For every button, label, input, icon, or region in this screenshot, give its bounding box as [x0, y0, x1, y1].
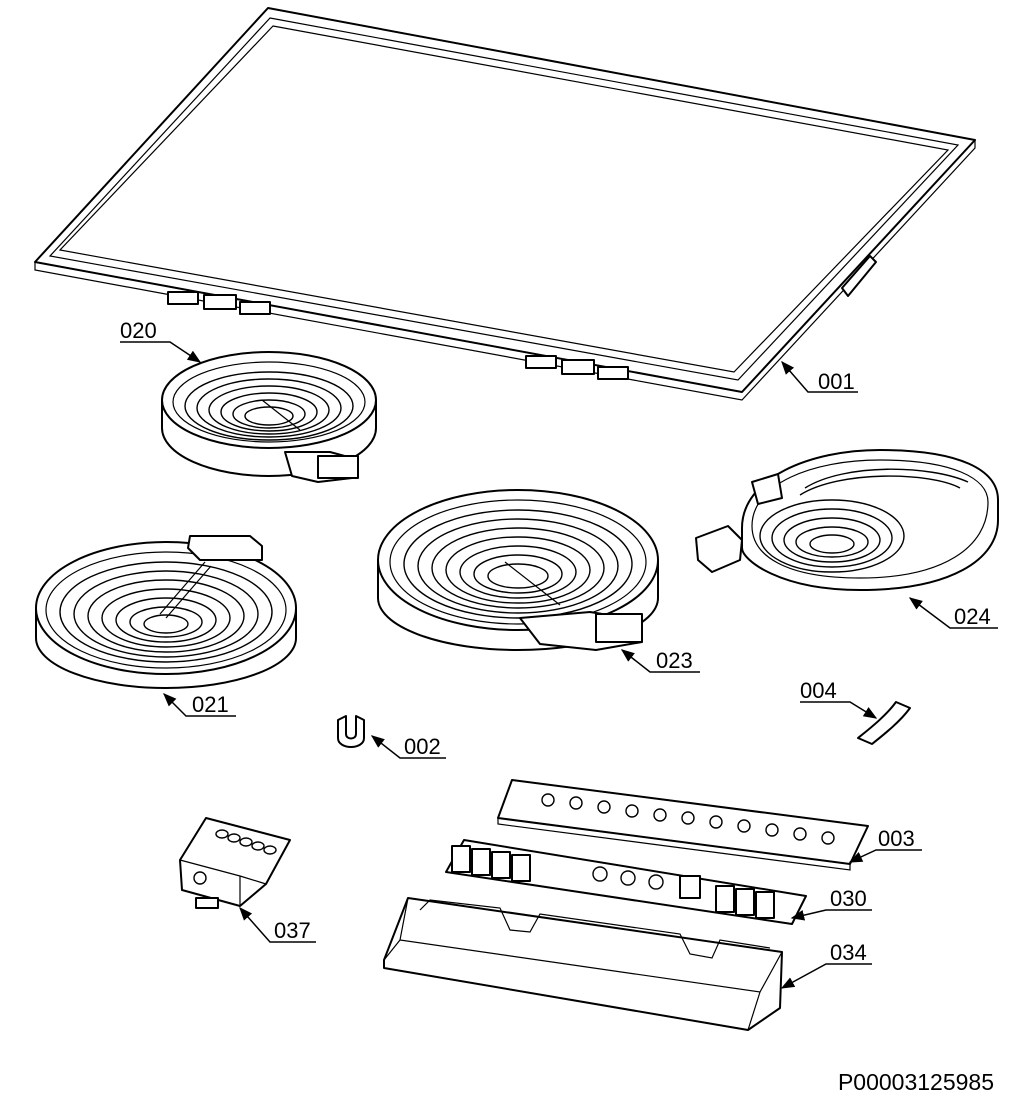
heater-023-part	[377, 489, 659, 651]
label-004: 004	[800, 678, 837, 703]
glass-top-part	[34, 7, 976, 401]
leader-021	[163, 693, 236, 717]
leader-023	[620, 649, 700, 673]
power-board-030-part	[445, 839, 807, 925]
leader-003	[848, 849, 922, 863]
housing-034-part	[383, 897, 783, 1031]
label-003: 003	[878, 826, 915, 851]
leader-034	[780, 963, 872, 989]
leader-004	[800, 701, 878, 719]
leader-030	[790, 909, 872, 921]
label-002: 002	[404, 734, 441, 759]
label-034: 034	[830, 940, 867, 965]
leader-002	[370, 735, 446, 759]
leader-020	[120, 341, 202, 363]
leader-024	[908, 597, 998, 629]
heater-020-part	[161, 351, 377, 483]
label-020: 020	[120, 318, 157, 343]
ribbon-cable-004-part	[857, 701, 911, 745]
heater-024-part	[695, 449, 999, 591]
label-001: 001	[818, 369, 855, 394]
clip-002-part	[337, 715, 365, 748]
label-037: 037	[274, 918, 311, 943]
document-id: P00003125985	[838, 1069, 994, 1095]
terminal-block-037-part	[179, 817, 291, 909]
leader-037	[239, 906, 316, 943]
label-021: 021	[192, 692, 229, 717]
control-board-003-part	[497, 779, 869, 871]
leader-001	[781, 360, 858, 393]
label-030: 030	[830, 886, 867, 911]
heater-021-part	[35, 535, 297, 689]
label-024: 024	[954, 604, 991, 629]
label-023: 023	[656, 648, 693, 673]
